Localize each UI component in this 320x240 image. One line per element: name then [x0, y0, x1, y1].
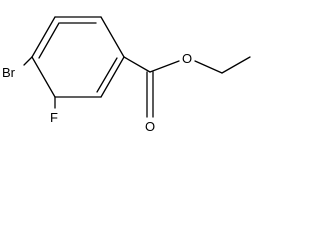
ring-bond-upper-left	[31, 16, 56, 58]
ring-bond-upper-left-inner	[38, 22, 60, 59]
bond-ring-carbonyl	[123, 56, 151, 73]
bond-ch2-ch3	[221, 56, 251, 74]
ester-oxygen-label: O	[182, 51, 192, 66]
ring-bond-lower-right	[100, 56, 125, 98]
ring-bond-lower-right-inner	[96, 57, 118, 93]
ring-bond-upper-right	[100, 16, 125, 58]
bond-carbonyl-ester-o	[149, 60, 180, 73]
chemical-structure: Br F O O	[2, 16, 251, 132]
fluorine-label: F	[50, 110, 58, 125]
bromine-label: Br	[2, 65, 16, 80]
ring-bond-lower-left	[31, 56, 56, 98]
carbonyl-oxygen-label: O	[145, 119, 155, 132]
bond-c3-br	[23, 56, 33, 66]
bond-ester-o-ch2	[194, 60, 223, 74]
